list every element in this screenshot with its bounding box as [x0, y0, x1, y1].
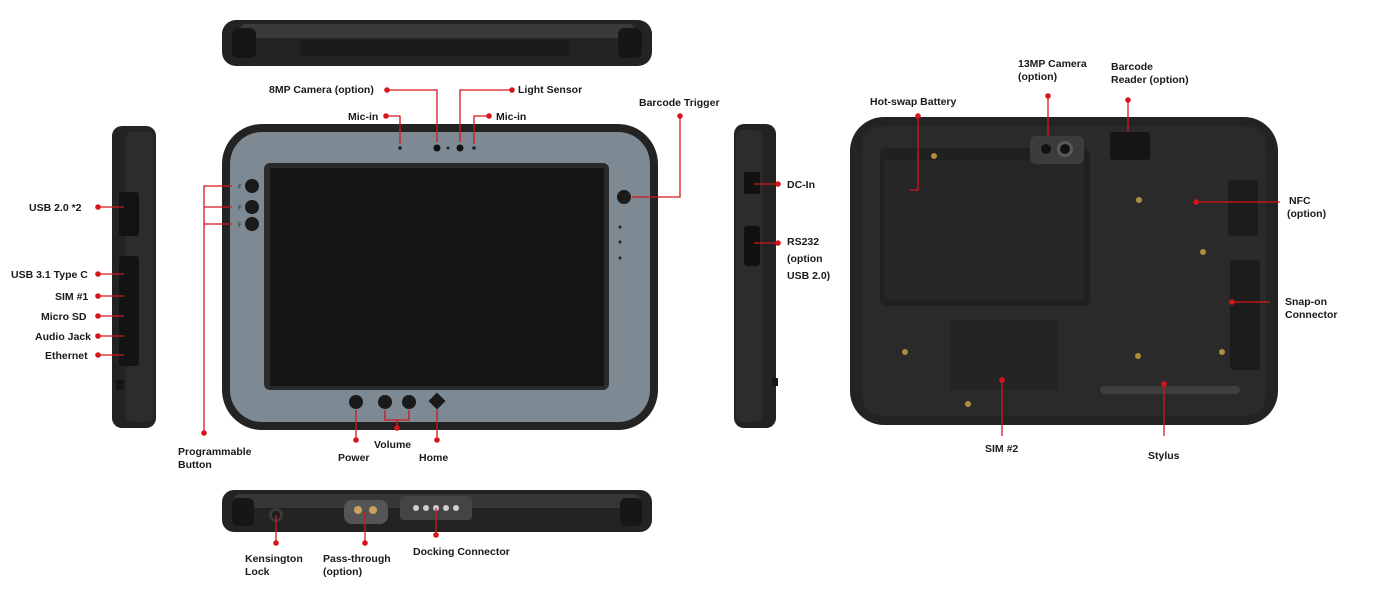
tablet-right-side-view — [734, 124, 778, 428]
label-passthrough-2: (option) — [323, 566, 362, 578]
label-micro-sd: Micro SD — [41, 311, 87, 323]
tablet-back-view — [850, 117, 1278, 425]
callout-labels: 8MP Camera (option) Light Sensor Mic-in … — [11, 58, 1338, 578]
label-stylus: Stylus — [1148, 450, 1180, 462]
label-13mp-camera-2: (option) — [1018, 71, 1057, 83]
label-usb20: USB 2.0 *2 — [29, 202, 82, 214]
label-nfc-2: (option) — [1287, 208, 1326, 220]
label-snapon-1: Snap-on — [1285, 296, 1327, 308]
label-barcode-reader-1: Barcode — [1111, 61, 1153, 73]
label-passthrough-1: Pass-through — [323, 553, 391, 565]
svg-text:F: F — [238, 205, 242, 212]
label-rs232-3: USB 2.0) — [787, 270, 830, 282]
label-programmable-1: Programmable — [178, 446, 252, 458]
label-docking-connector: Docking Connector — [413, 546, 510, 558]
label-light-sensor: Light Sensor — [518, 84, 582, 96]
label-barcode-trigger: Barcode Trigger — [639, 97, 720, 109]
label-audio-jack: Audio Jack — [35, 331, 91, 343]
label-programmable-2: Button — [178, 459, 212, 471]
label-kensington-1: Kensington — [245, 553, 303, 565]
tablet-front-view: F F F — [222, 124, 658, 430]
label-hotswap-battery: Hot-swap Battery — [870, 96, 957, 108]
label-sim1: SIM #1 — [55, 291, 88, 303]
label-rs232-1: RS232 — [787, 236, 819, 248]
callout-lines — [95, 87, 1280, 546]
label-power: Power — [338, 452, 370, 464]
tablet-left-side-view — [112, 126, 156, 428]
label-usb31-typec: USB 3.1 Type C — [11, 269, 88, 281]
label-barcode-reader-2: Reader (option) — [1111, 74, 1189, 86]
label-nfc-1: NFC — [1289, 195, 1311, 207]
label-home: Home — [419, 452, 448, 464]
label-8mp-camera: 8MP Camera (option) — [269, 84, 374, 96]
label-kensington-2: Lock — [245, 566, 270, 578]
label-mic-in-left: Mic-in — [348, 111, 378, 123]
label-sim2: SIM #2 — [985, 443, 1018, 455]
label-rs232-2: (option — [787, 253, 823, 265]
svg-text:F: F — [238, 184, 242, 191]
label-volume: Volume — [374, 439, 411, 451]
tablet-top-view — [222, 20, 652, 66]
label-13mp-camera-1: 13MP Camera — [1018, 58, 1087, 70]
svg-text:F: F — [238, 222, 242, 229]
label-ethernet: Ethernet — [45, 350, 88, 362]
label-dc-in: DC-In — [787, 179, 815, 191]
label-mic-in-right: Mic-in — [496, 111, 526, 123]
label-snapon-2: Connector — [1285, 309, 1338, 321]
tablet-bottom-view — [222, 490, 652, 532]
